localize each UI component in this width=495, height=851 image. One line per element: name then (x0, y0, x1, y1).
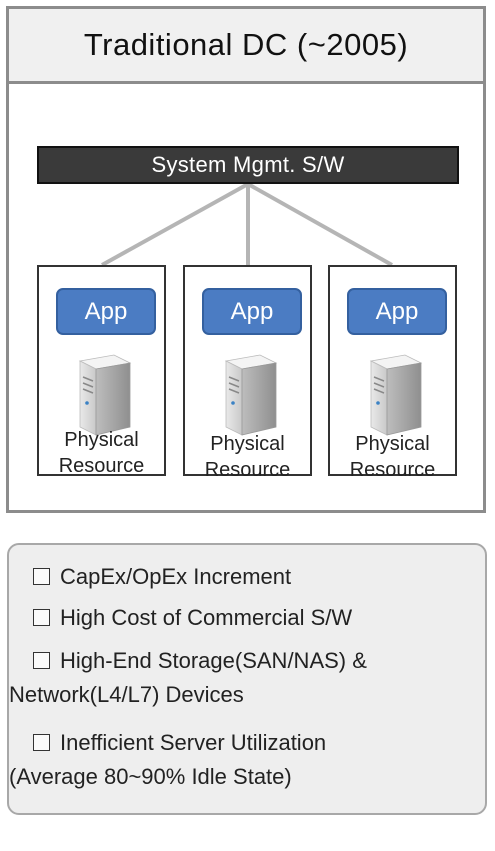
checkbox-icon (33, 609, 50, 626)
issues-box: CapEx/OpEx Increment High Cost of Commer… (7, 543, 487, 815)
app-box: App (347, 288, 447, 335)
app-box: App (202, 288, 302, 335)
issue-item: CapEx/OpEx Increment (33, 560, 291, 594)
diagram-frame: Traditional DC (~2005) System Mgmt. S/W … (6, 6, 486, 513)
node-label: Physical Resource (185, 431, 310, 483)
issue-text: High Cost of Commercial S/W (60, 605, 353, 630)
app-label: App (84, 297, 128, 325)
node-label-line1: Physical (355, 433, 430, 455)
issue-item: High Cost of Commercial S/W (33, 601, 352, 635)
issue-text-continued: (Average 80~90% Idle State) (9, 764, 292, 789)
physical-node-2: App Physical Resource (183, 265, 312, 481)
node-label-line1: Physical (64, 429, 139, 451)
app-label: App (375, 297, 419, 325)
connector-lines (101, 182, 393, 267)
diagram-title: Traditional DC (~2005) (83, 27, 409, 62)
system-management-label: System Mgmt. S/W (151, 152, 345, 177)
node-label-line1: Physical (210, 433, 285, 455)
node-label-line2: Resource (204, 459, 291, 481)
app-box: App (56, 288, 156, 335)
app-label: App (230, 297, 274, 325)
physical-node-1: App Physical Resource (37, 265, 166, 479)
issue-text: High-End Storage(SAN/NAS) & (60, 648, 367, 673)
node-label-line2: Resource (349, 459, 436, 481)
issue-text: Inefficient Server Utilization (60, 730, 327, 755)
server-icon (78, 354, 132, 436)
server-icon (224, 354, 278, 436)
connector-line-right (247, 182, 393, 267)
connector-line-left (101, 182, 249, 267)
physical-node-3: App Physical Resource (328, 265, 457, 481)
checkbox-icon (33, 734, 50, 751)
checkbox-icon (33, 652, 50, 669)
node-label-line2: Resource (58, 455, 145, 477)
node-label: Physical Resource (330, 431, 455, 483)
system-management-bar: System Mgmt. S/W (37, 146, 459, 184)
issue-item: High-End Storage(SAN/NAS) & Network(L4/L… (9, 644, 367, 712)
checkbox-icon (33, 568, 50, 585)
issue-text: CapEx/OpEx Increment (60, 564, 292, 589)
title-bar: Traditional DC (~2005) (9, 9, 483, 84)
issue-text-continued: Network(L4/L7) Devices (9, 682, 244, 707)
server-icon (369, 354, 423, 436)
issue-item: Inefficient Server Utilization (Average … (9, 726, 327, 794)
node-label: Physical Resource (39, 427, 164, 479)
